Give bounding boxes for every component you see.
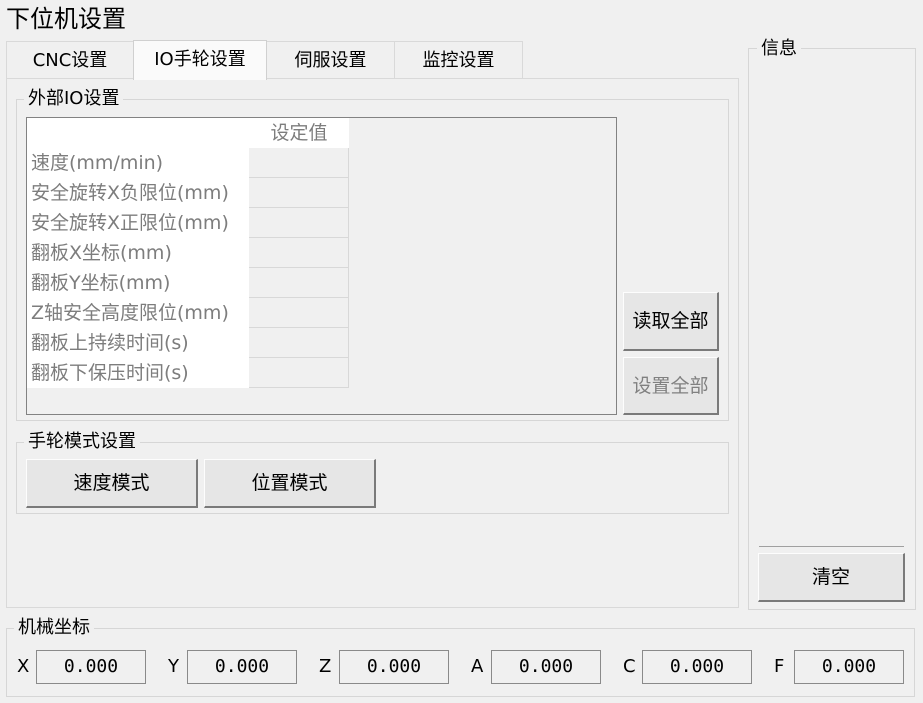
axis-label-x: X (17, 656, 30, 677)
axis-label-c: C (623, 656, 636, 677)
axis-value-x: 0.000 (36, 650, 146, 684)
table-body: 设定值 速度(mm/min) 安全旋转X负限位(mm) 安全旋转X正限位(mm)… (27, 118, 349, 388)
window-title: 下位机设置 (6, 5, 126, 33)
row-label-x-neg-limit: 安全旋转X负限位(mm) (27, 178, 249, 208)
axis-value-z: 0.000 (339, 650, 449, 684)
machine-coordinates-title: 机械坐标 (14, 617, 94, 639)
handwheel-mode-group (16, 442, 729, 514)
tab-monitor[interactable]: 监控设置 (394, 41, 523, 79)
axis-label-z: Z (319, 656, 332, 677)
row-value-x-neg-limit[interactable] (249, 178, 349, 208)
axis-value-a: 0.000 (491, 650, 601, 684)
row-value-flip-y[interactable] (249, 268, 349, 298)
row-value-x-pos-limit[interactable] (249, 208, 349, 238)
row-value-speed[interactable] (249, 148, 349, 178)
tab-cnc[interactable]: CNC设置 (6, 41, 134, 79)
axis-label-f: F (774, 656, 785, 677)
row-value-flip-down-hold[interactable] (249, 358, 349, 388)
row-label-flip-x: 翻板X坐标(mm) (27, 238, 249, 268)
handwheel-mode-group-title: 手轮模式设置 (24, 431, 140, 453)
info-log[interactable] (759, 73, 904, 547)
axis-value-f: 0.000 (794, 650, 904, 684)
tab-io-handwheel[interactable]: IO手轮设置 (133, 40, 267, 80)
row-label-x-pos-limit: 安全旋转X正限位(mm) (27, 208, 249, 238)
axis-label-y: Y (168, 656, 179, 677)
row-value-flip-x[interactable] (249, 238, 349, 268)
column-header-setpoint: 设定值 (249, 118, 349, 148)
clear-button[interactable]: 清空 (758, 553, 905, 602)
row-label-z-safe-height: Z轴安全高度限位(mm) (27, 298, 249, 328)
position-mode-button[interactable]: 位置模式 (204, 459, 376, 508)
row-value-flip-up-duration[interactable] (249, 328, 349, 358)
row-label-flip-y: 翻板Y坐标(mm) (27, 268, 249, 298)
row-value-z-safe-height[interactable] (249, 298, 349, 328)
row-label-flip-up-duration: 翻板上持续时间(s) (27, 328, 249, 358)
row-label-flip-down-hold: 翻板下保压时间(s) (27, 358, 249, 388)
external-io-table[interactable]: 设定值 速度(mm/min) 安全旋转X负限位(mm) 安全旋转X正限位(mm)… (26, 117, 617, 415)
axis-value-y: 0.000 (187, 650, 297, 684)
external-io-group-title: 外部IO设置 (24, 88, 124, 110)
axis-value-c: 0.000 (642, 650, 752, 684)
row-label-speed: 速度(mm/min) (27, 148, 249, 178)
axis-label-a: A (471, 656, 484, 677)
info-group (748, 48, 916, 610)
speed-mode-button[interactable]: 速度模式 (26, 459, 198, 508)
tab-servo[interactable]: 伺服设置 (266, 41, 395, 79)
machine-coordinates-group (6, 628, 915, 697)
read-all-button[interactable]: 读取全部 (623, 292, 719, 351)
external-io-group (16, 99, 729, 421)
info-group-title: 信息 (757, 38, 801, 60)
set-all-button[interactable]: 设置全部 (623, 357, 719, 415)
